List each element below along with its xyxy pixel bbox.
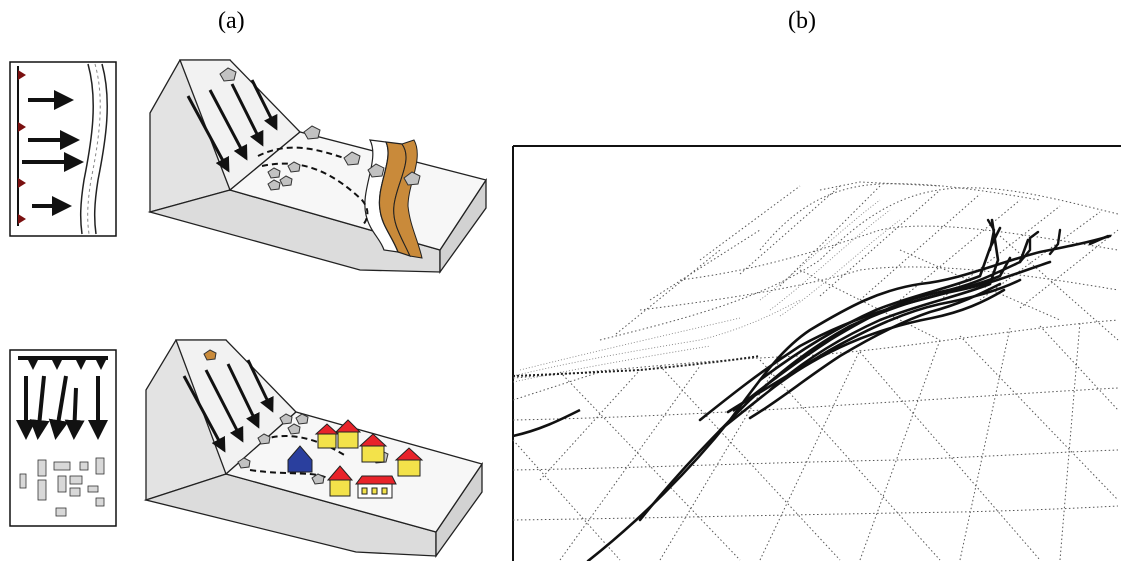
rockfall-slope-settlement-illustration bbox=[143, 339, 484, 559]
plan-view-river-icon bbox=[9, 61, 117, 237]
rockfall-slope-river-illustration bbox=[147, 59, 488, 275]
terrain-mesh-with-rockfall-trajectories bbox=[512, 145, 1121, 561]
panel-b-label: (b) bbox=[788, 8, 816, 34]
plan-view-settlement-icon bbox=[9, 349, 117, 527]
panel-a-label: (a) bbox=[218, 8, 245, 34]
